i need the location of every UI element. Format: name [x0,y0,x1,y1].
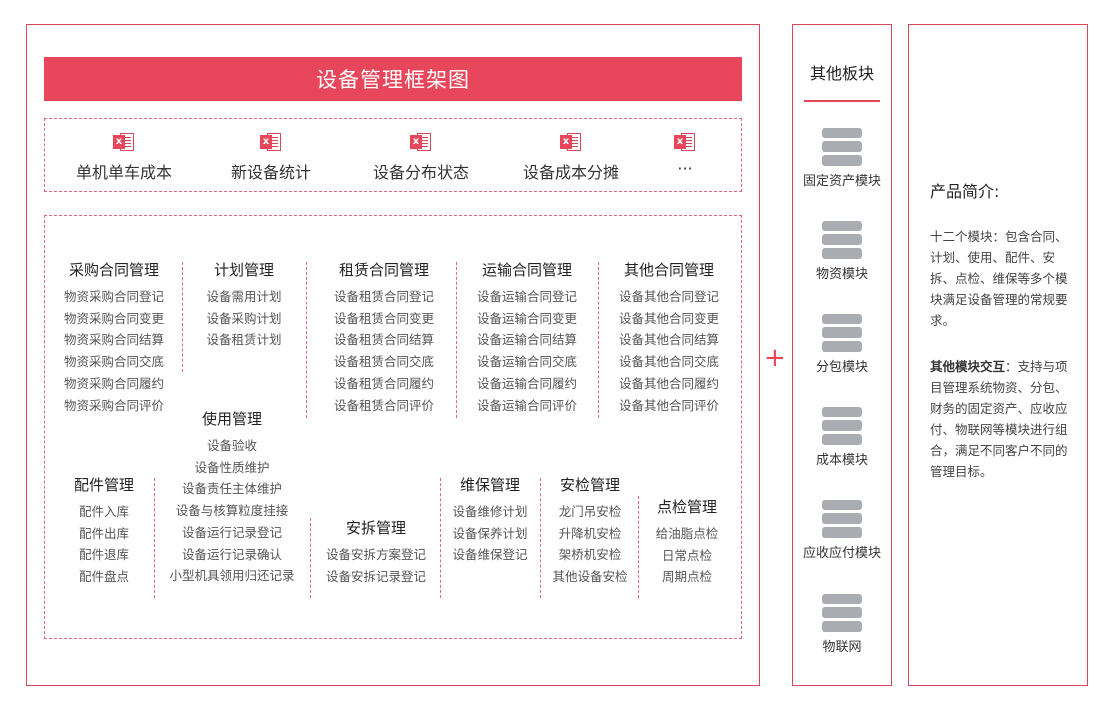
excel-icon: x [112,133,135,151]
module-spot-inspection: 点检管理 给油脂点检 日常点检 周期点检 [655,498,719,585]
other-modules-title: 其他板块 [809,64,874,83]
excel-icon: x [559,133,582,151]
separator [440,478,441,598]
excel-icon: x [674,133,696,151]
title-underline [804,100,880,102]
report-item[interactable]: x 单机单车成本 [76,133,172,183]
excel-icon: x [409,133,432,151]
module-parts: 配件管理 配件入库 配件出库 配件退库 配件盘点 [73,476,134,585]
module-safety-inspection: 安检管理 龙门吊安检 升降机安检 架桥机安检 其他设备安检 [552,476,628,585]
excel-icon: x [259,133,282,151]
module-transport-contract: 运输合同管理 设备运输合同登记 设备运输合同变更 设备运输合同结算 设备运输合同… [476,261,577,413]
module-plan: 计划管理 设备需用计划 设备采购计划 设备租赁计划 [206,261,282,348]
separator [182,262,183,372]
separator [306,262,307,418]
product-intro-title: 产品简介: [930,182,1000,201]
separator [540,478,541,598]
database-icon [822,407,862,445]
module-usage: 使用管理 设备验收 设备性质维护 设备责任主体维护 设备与核算粒度挂接 设备运行… [169,410,295,584]
module-lease-contract: 租赁合同管理 设备租赁合同登记 设备租赁合同变更 设备租赁合同结算 设备租赁合同… [333,261,434,413]
module-install-dismantle: 安拆管理 设备安拆方案登记 设备安拆记录登记 [325,519,426,584]
other-module-receivable-payable[interactable]: 应收应付模块 [792,500,892,561]
main-framework-panel [26,24,760,686]
report-label: 设备分布状态 [372,163,470,182]
separator [154,478,155,598]
database-icon [822,221,862,259]
modules-box [44,215,742,639]
reports-row: x 单机单车成本 x 新设备统计 x 设备分布状态 x 设备成本分摊 x ··· [44,118,742,192]
database-icon [822,594,862,632]
database-icon [822,314,862,352]
report-label: 设备成本分摊 [522,163,620,182]
report-label: 单机单车成本 [75,163,173,182]
plus-icon: + [764,343,786,373]
separator [456,262,457,418]
module-other-contract: 其他合同管理 设备其他合同登记 设备其他合同变更 设备其他合同结算 设备其他合同… [618,261,719,413]
report-item[interactable]: x 新设备统计 [231,133,311,183]
separator [310,518,311,598]
separator [638,496,639,598]
product-intro-panel [908,24,1088,686]
intro-paragraph-interaction: 其他模块交互：支持与项目管理系统物资、分包、财务的固定资产、应收应付、物联网等模… [930,356,1070,482]
other-module-iot[interactable]: 物联网 [792,594,892,655]
module-maintenance: 维保管理 设备维修计划 设备保养计划 设备维保登记 [452,476,528,563]
module-purchase-contract: 采购合同管理 物资采购合同登记 物资采购合同变更 物资采购合同结算 物资采购合同… [63,261,164,413]
report-item[interactable]: x 设备成本分摊 [523,133,619,183]
other-module-subcontract[interactable]: 分包模块 [792,314,892,375]
database-icon [822,500,862,538]
intro-text: ：支持与项目管理系统物资、分包、财务的固定资产、应收应付、物联网等模块进行组合，… [930,359,1068,479]
report-item[interactable]: x 设备分布状态 [373,133,469,183]
other-module-fixed-assets[interactable]: 固定资产模块 [792,128,892,189]
separator [598,262,599,418]
report-label: 新设备统计 [230,163,312,182]
report-label: ··· [677,159,693,178]
diagram-title: 设备管理框架图 [44,57,742,101]
other-module-cost[interactable]: 成本模块 [792,407,892,468]
intro-bold-label: 其他模块交互 [930,359,1006,374]
report-item-more[interactable]: x ··· [674,133,696,178]
intro-paragraph-modules: 十二个模块：包含合同、计划、使用、配件、安拆、点检、维保等多个模块满足设备管理的… [930,229,1068,328]
database-icon [822,128,862,166]
other-module-materials[interactable]: 物资模块 [792,221,892,282]
